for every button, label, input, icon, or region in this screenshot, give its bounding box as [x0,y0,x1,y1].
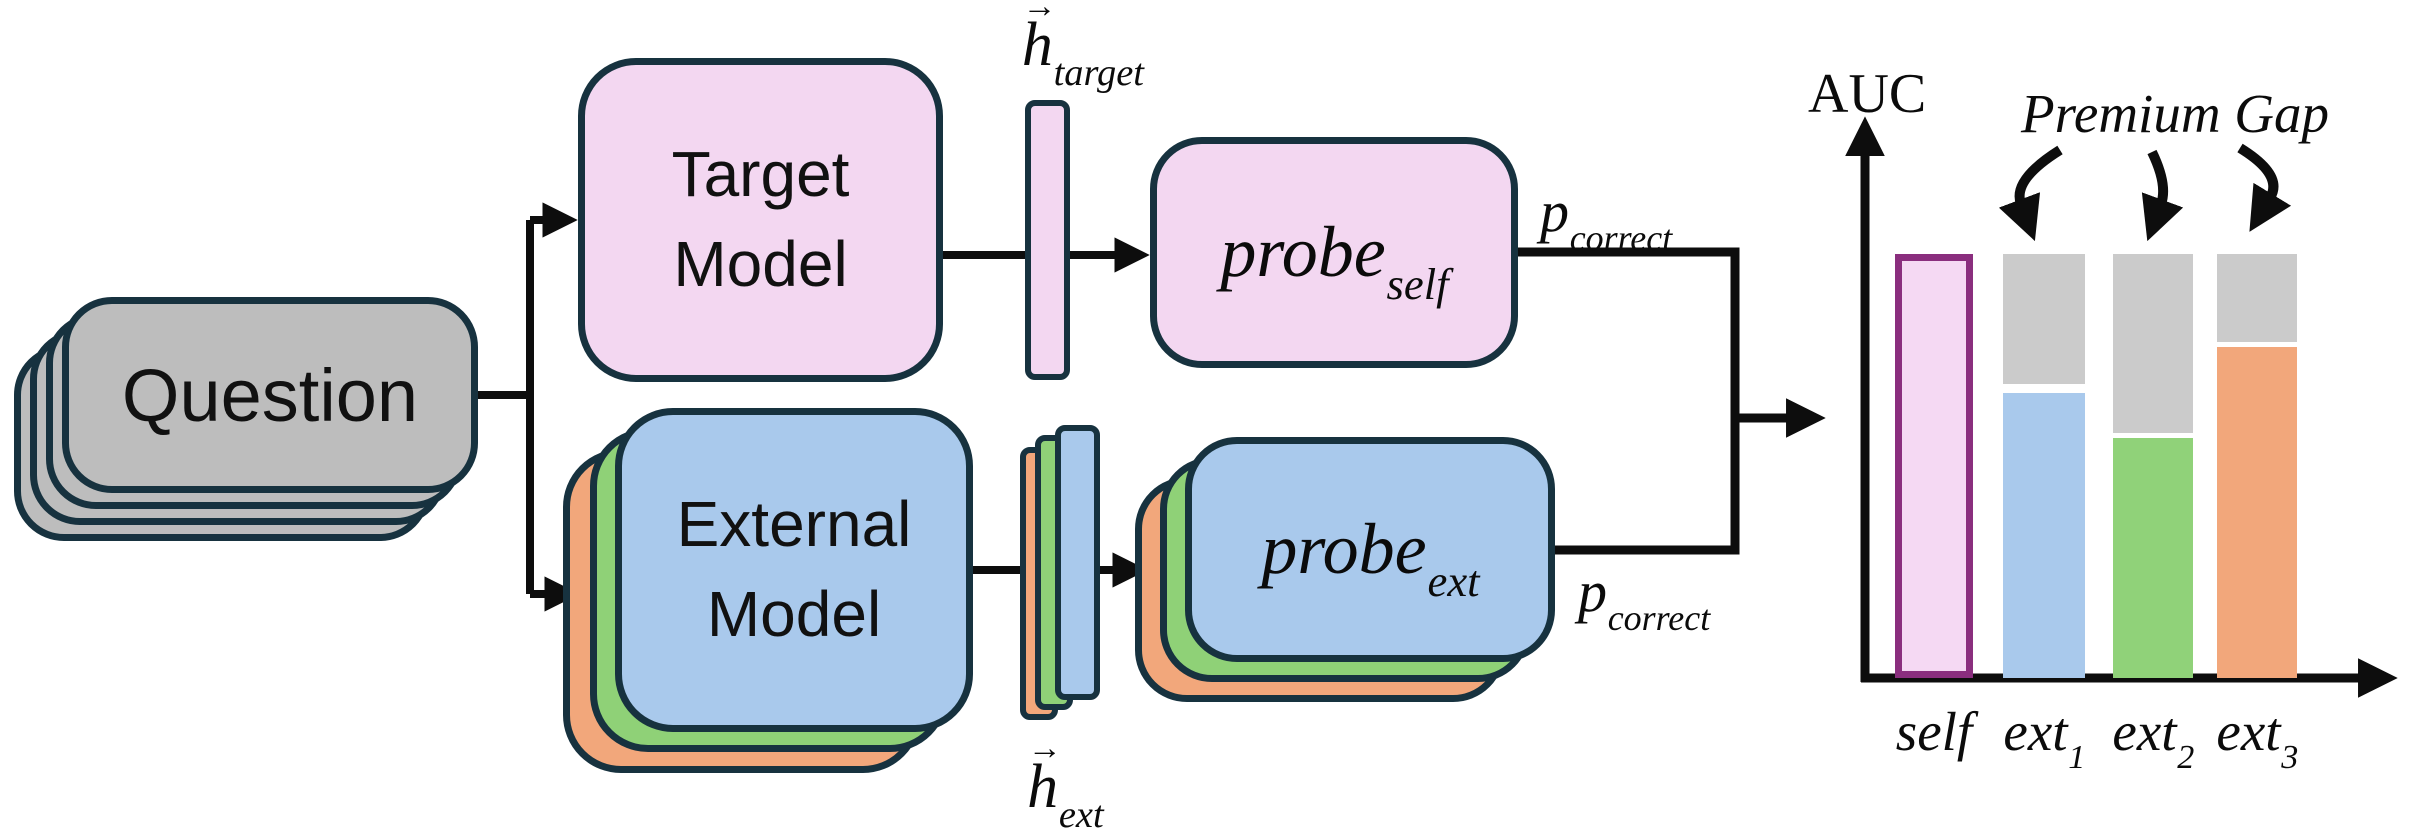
tick-label-self: self [1895,701,1973,762]
probe-self-box: probeself [1150,137,1518,368]
external-model-label: External Model [676,488,912,650]
tick-label-ext2: ext2 [2112,701,2195,777]
chart-bar-ext3 [2217,347,2297,678]
target-model-label: Target Model [671,138,850,300]
h-target-label: →htarget [975,0,1190,93]
connector-question-branch [478,220,534,594]
premium-gap-arrow-1 [1998,145,2063,242]
p-correct-ext-label: pcorrect [1578,559,1711,639]
connector-probe-outputs-merge [1518,247,1740,555]
chart-gap-cap-ext2 [2113,254,2193,433]
vector-arrow-icon: → [1027,730,1062,768]
h-ext-label: →hext [1027,730,1104,837]
external-model-box: External Model [615,408,973,732]
h-target-vector-bar [1025,100,1070,380]
chart-bar-ext1 [2003,393,2085,678]
tick-label-ext1: ext1 [2003,701,2086,777]
target-model-box: Target Model [578,58,943,382]
premium-gap-arrow-3 [2237,143,2292,232]
premium-gap-arrow-2 [2141,149,2184,242]
tick-label-ext3: ext3 [2216,701,2299,777]
chart-y-axis-label: AUC [1808,63,1927,125]
probe-self-label: probeself [1220,212,1449,310]
chart-gap-cap-ext1 [2003,254,2085,384]
probe-ext-label: probeext [1261,509,1480,607]
premium-gap-label: Premium Gap [2020,83,2330,144]
vector-arrow-icon: → [1022,0,1056,26]
chart-bar-self [1895,254,1973,678]
chart-gap-cap-ext3 [2217,254,2297,342]
question-label: Question [121,353,419,437]
chart-bar-ext2 [2113,438,2193,678]
probe-ext-box: probeext [1185,437,1555,662]
question-card: Question [62,297,478,493]
h-ext-bar-blue [1055,425,1100,700]
p-correct-self-label: pcorrect [1540,179,1673,259]
